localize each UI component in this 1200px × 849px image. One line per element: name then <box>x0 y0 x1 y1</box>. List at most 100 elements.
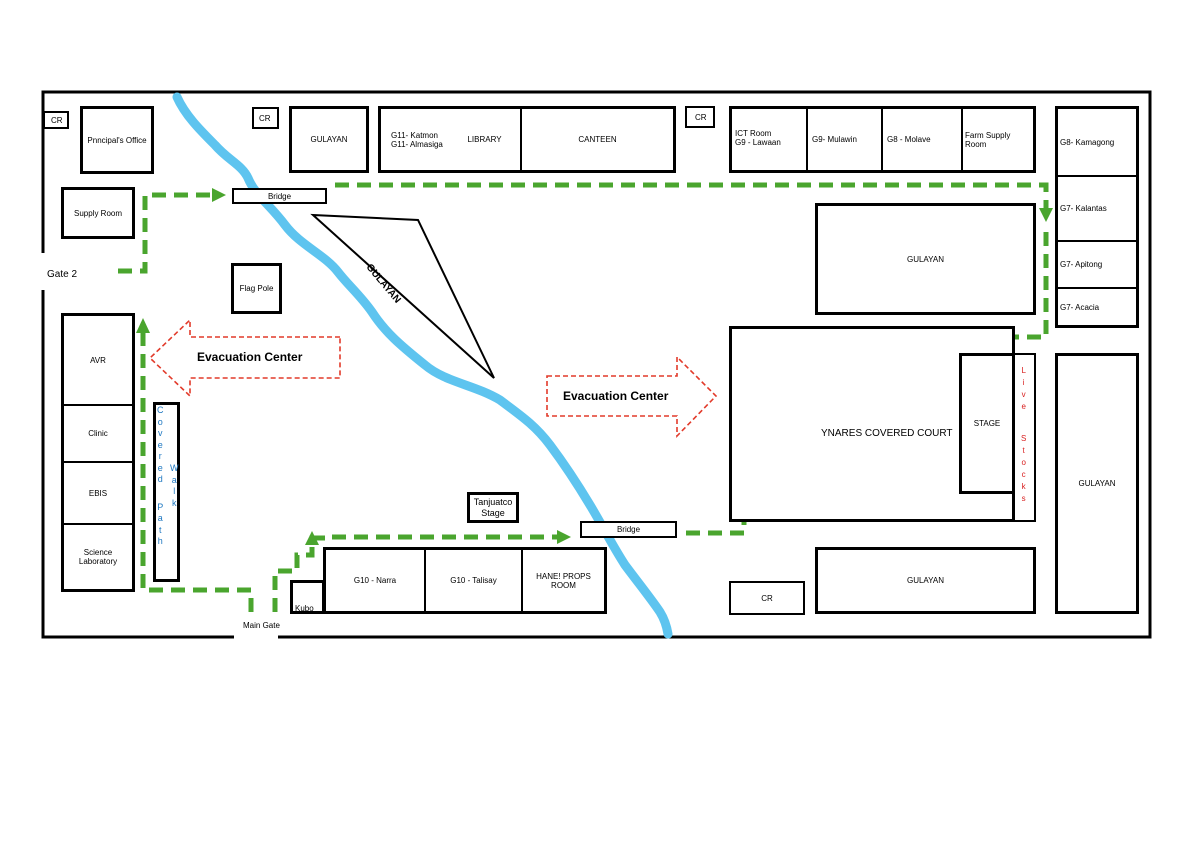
g8-kamagong: G8- Kamagong <box>1058 109 1136 175</box>
gulayan-far-right: GULAYAN <box>1055 353 1139 614</box>
avr-label: AVR <box>90 355 106 365</box>
letter: L <box>1021 366 1026 375</box>
evacuation-arrow-left <box>148 318 341 398</box>
ebis: EBIS <box>64 461 132 523</box>
ict-room: ICT Room G9 - Lawaan <box>732 109 806 170</box>
principals-office: Pnncipal's Office <box>80 106 154 174</box>
letter: S <box>1021 434 1027 443</box>
haneu-props-room: HANE! PROPS ROOM <box>521 550 604 611</box>
g9-g8-block: ICT Room G9 - Lawaan G9- Mulawin G8 - Mo… <box>729 106 1036 173</box>
cr-label: CR <box>51 116 63 125</box>
walk-text: W a l k <box>170 463 179 509</box>
cr-label: CR <box>761 593 773 603</box>
supply-room: Supply Room <box>61 187 135 239</box>
ict-room-label: ICT Room <box>735 129 772 138</box>
letter: l <box>173 486 176 496</box>
flag-pole-label: Flag Pole <box>239 284 274 293</box>
library-canteen-block: G11- Katmon G11- Almasiga LIBRARY CANTEE… <box>378 106 676 173</box>
gulayan-top: GULAYAN <box>289 106 369 173</box>
farm-supply-label: Farm Supply <box>965 130 1011 140</box>
gate-2[interactable]: Gate 2 <box>47 269 78 280</box>
g7-acacia-label: G7- Acacia <box>1060 302 1100 312</box>
cr-label: CR <box>259 114 271 123</box>
kubo-label: Kubo <box>295 604 314 613</box>
letter: v <box>1021 390 1026 399</box>
gulayan-label: GULAYAN <box>906 254 945 264</box>
g7-kalantas: G7- Kalantas <box>1058 175 1136 240</box>
gulayan-label: GULAYAN <box>906 576 945 585</box>
g9-mulawin-label: G9- Mulawin <box>812 135 857 144</box>
g8-kamagong-label: G8- Kamagong <box>1060 137 1115 147</box>
g9-lawaan-label: G9 - Lawaan <box>735 138 781 147</box>
letter: t <box>1022 446 1025 455</box>
g7-kalantas-label: G7- Kalantas <box>1060 204 1107 213</box>
clinic: Clinic <box>64 404 132 461</box>
clinic-label: Clinic <box>88 429 108 438</box>
letter: o <box>1021 458 1026 467</box>
gulayan-bottom: GULAYAN <box>815 547 1036 614</box>
supply-room-label: Supply Room <box>73 208 123 218</box>
cr-label: CR <box>695 113 707 122</box>
letter: e <box>1021 402 1026 411</box>
river <box>172 92 673 639</box>
bridge-label: Bridge <box>616 525 641 534</box>
kubo: Kubo <box>290 580 325 614</box>
g7-apitong: G7- Apitong <box>1058 240 1136 287</box>
avr: AVR <box>64 316 132 404</box>
letter: k <box>1021 482 1026 491</box>
letter: e <box>157 439 163 450</box>
gulayan-right-upper: GULAYAN <box>815 203 1036 315</box>
g10-talisay-label: G10 - Talisay <box>450 576 497 585</box>
g8-molave-label: G8 - Molave <box>887 135 931 144</box>
letter: v <box>158 428 163 438</box>
farm-room-label: Room <box>965 139 987 149</box>
ebis-label: EBIS <box>88 488 108 498</box>
gulayan-label: GULAYAN <box>310 135 348 144</box>
letter: a <box>157 513 163 523</box>
letter: s <box>1021 494 1026 503</box>
live-stocks: L i v e S t o c k s <box>1013 353 1036 522</box>
gulayan-triangle <box>310 213 495 379</box>
tanjuatco-label: Tanjuatco <box>473 496 513 507</box>
laboratory-label: Laboratory <box>78 557 118 566</box>
main-gate[interactable]: Main Gate <box>243 621 280 630</box>
bridge-bottom[interactable]: Bridge <box>580 521 677 538</box>
g10-talisay: G10 - Talisay <box>424 550 521 611</box>
g10-narra-label: G10 - Narra <box>353 576 397 585</box>
library: LIBRARY <box>449 109 520 170</box>
evacuation-center-right-label: Evacuation Center <box>563 389 669 403</box>
stage-label: STAGE <box>973 419 1001 428</box>
cr-top-right: CR <box>685 106 715 128</box>
g11-almasiga-label: G11- Almasiga <box>391 139 443 149</box>
letter: a <box>171 474 177 485</box>
covered-walk-path: C o v e r e d P a t h W a l k <box>153 402 180 582</box>
library-label: LIBRARY <box>467 135 502 144</box>
letter: i <box>1022 378 1025 387</box>
g9-mulawin: G9- Mulawin <box>806 109 881 170</box>
live-stocks-text: L i v e S t o c k s <box>1021 365 1026 505</box>
left-building: AVR Clinic EBIS Science Laboratory <box>61 313 135 592</box>
g8-molave: G8 - Molave <box>881 109 961 170</box>
cr-top-mid: CR <box>252 107 279 129</box>
letter: h <box>157 536 163 546</box>
g11-room: G11- Katmon G11- Almasiga <box>381 109 449 170</box>
grade7-8-column: G8- Kamagong G7- Kalantas G7- Apitong G7… <box>1055 106 1139 328</box>
covered-path-text: C o v e r e d P a t h <box>157 405 164 548</box>
canteen: CANTEEN <box>520 109 673 170</box>
props-room-label: HANE! PROPS ROOM <box>536 571 591 590</box>
letter: t <box>158 524 162 535</box>
g10-block: G10 - Narra G10 - Talisay HANE! PROPS RO… <box>323 547 607 614</box>
science-label: Science <box>83 548 113 557</box>
canteen-label: CANTEEN <box>578 135 617 144</box>
evacuation-center-left-label: Evacuation Center <box>197 350 303 364</box>
letter: C <box>157 405 164 415</box>
g7-acacia: G7- Acacia <box>1058 287 1136 325</box>
farm-supply-room: Farm Supply Room <box>961 109 1033 170</box>
letter: o <box>157 416 163 427</box>
bridge-label: Bridge <box>267 191 292 201</box>
g10-narra: G10 - Narra <box>326 550 424 611</box>
letter: e <box>157 462 163 473</box>
gulayan-label: GULAYAN <box>1078 479 1116 488</box>
tanjuatco-stage: Tanjuatco Stage <box>467 492 519 523</box>
bridge-top[interactable]: Bridge <box>232 188 327 204</box>
